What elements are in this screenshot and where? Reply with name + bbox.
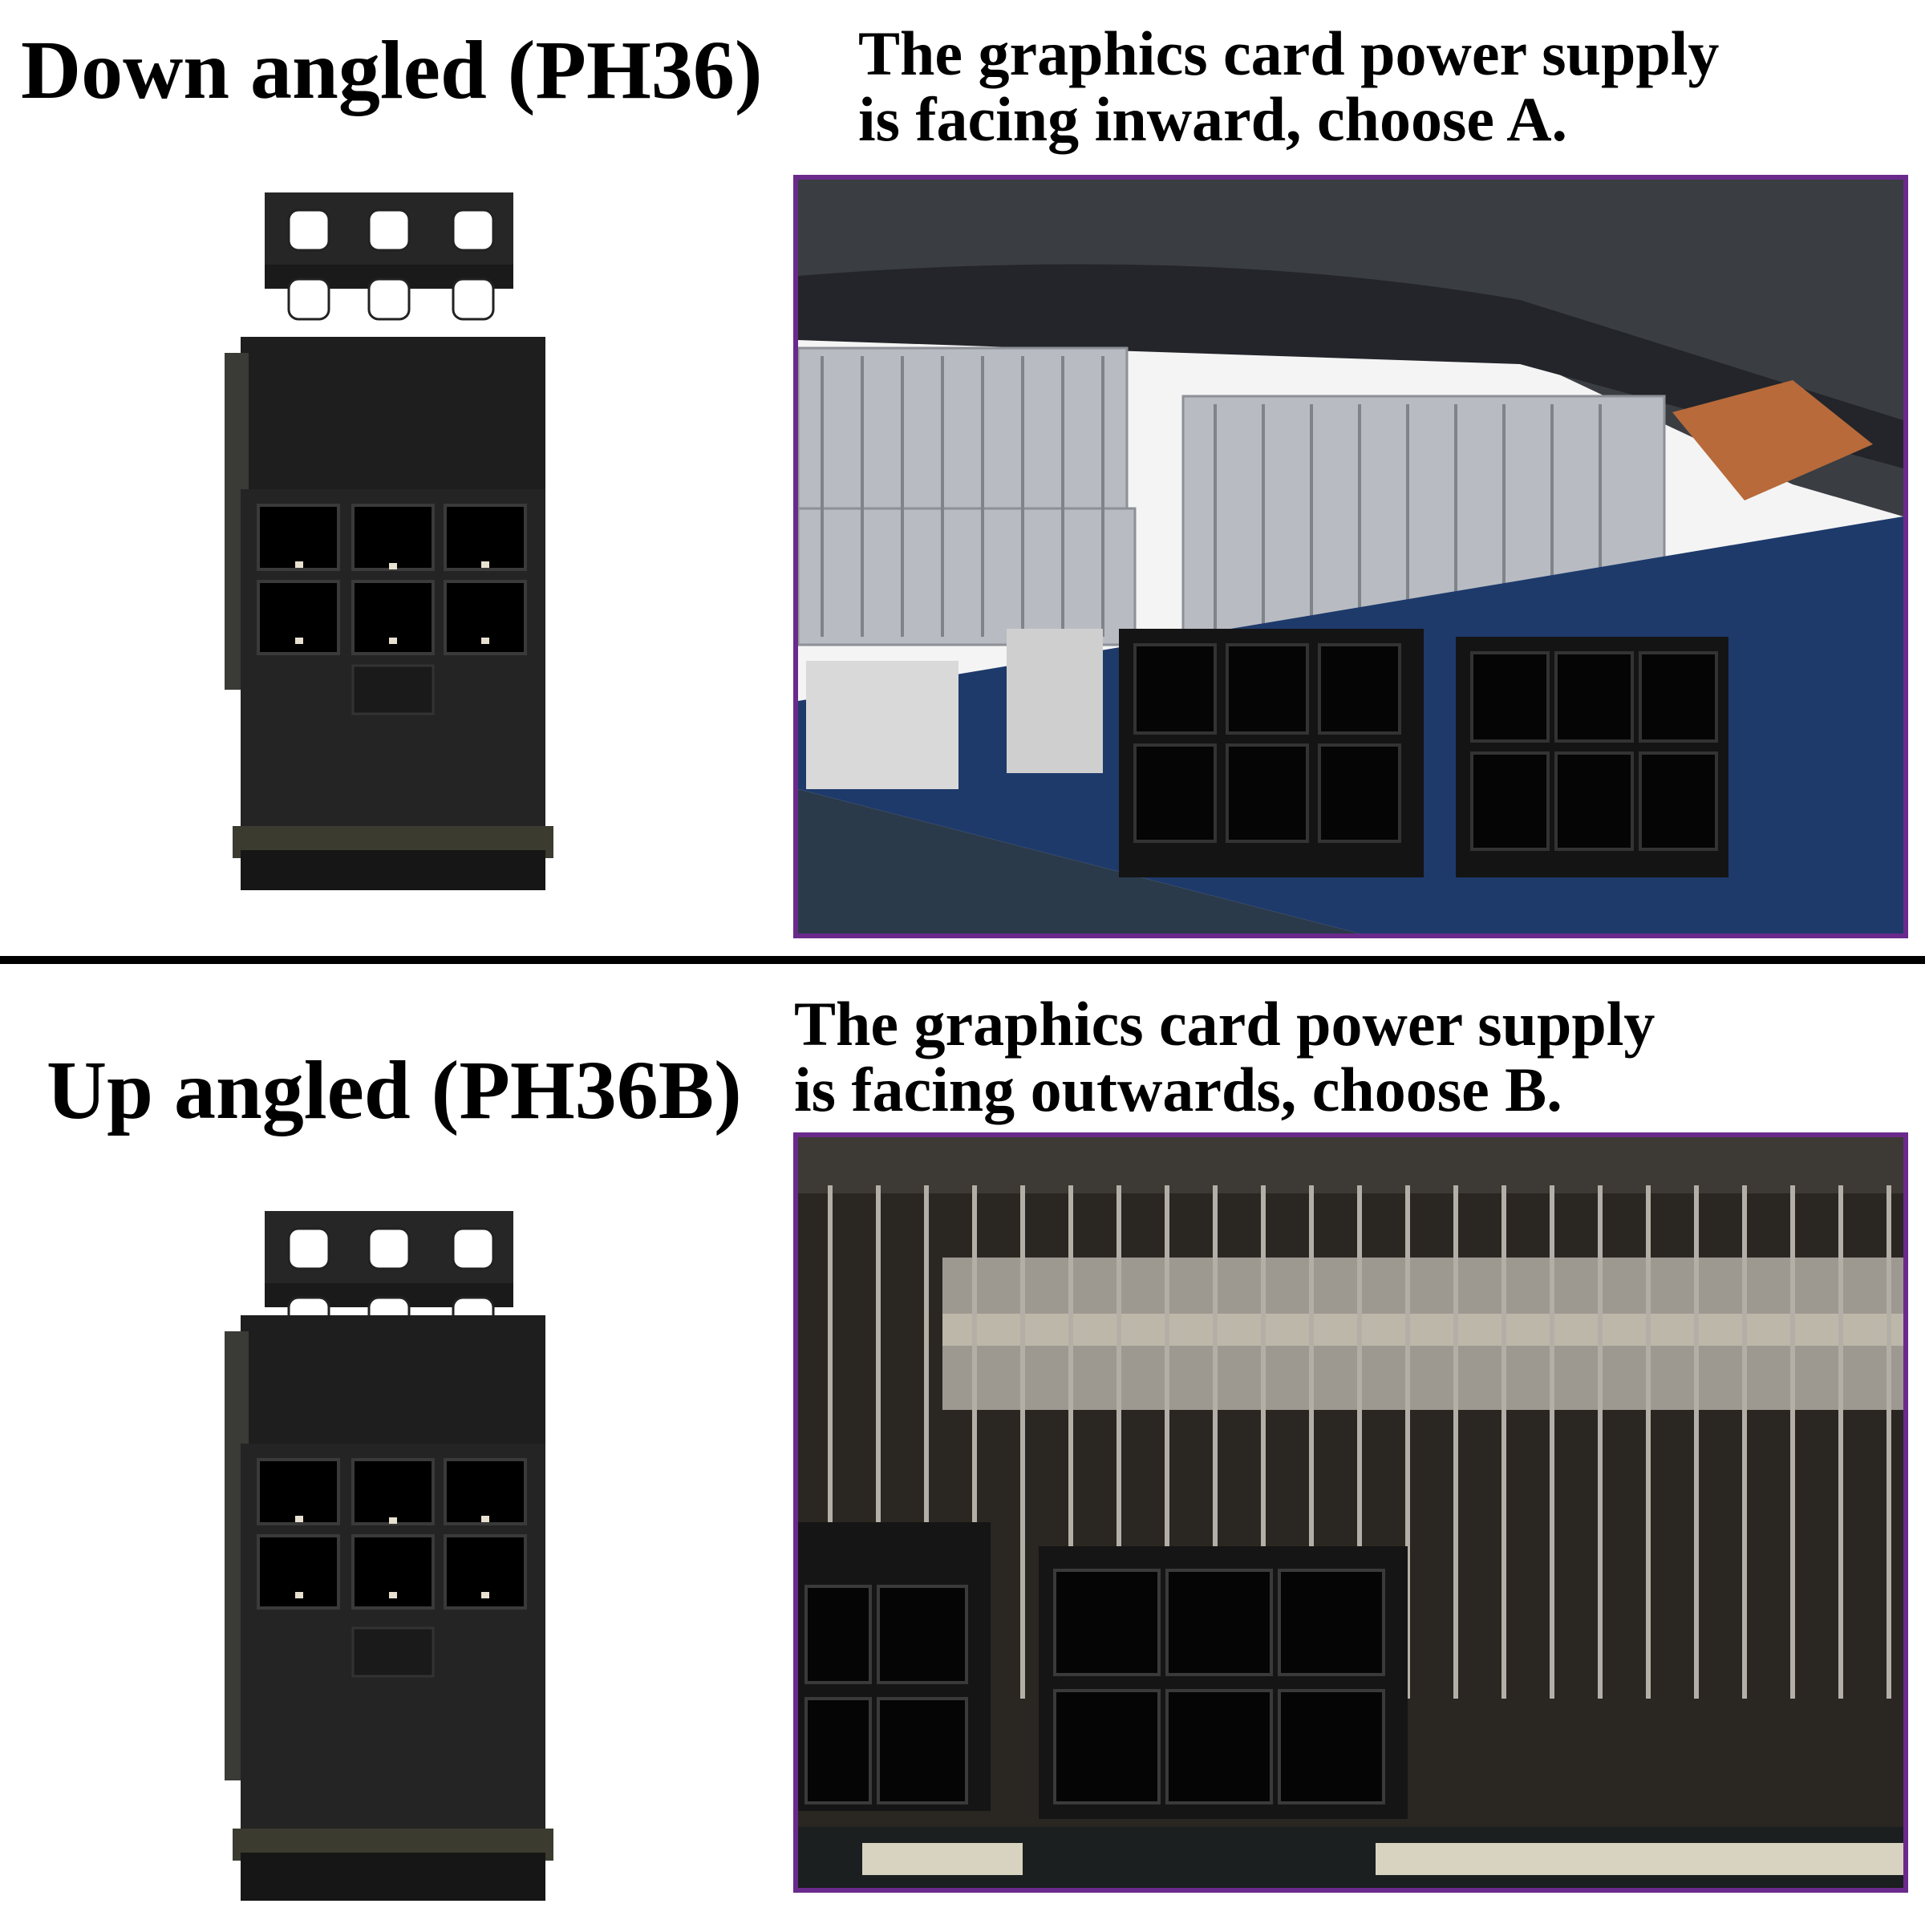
adapter-photo-up-angled xyxy=(225,1211,561,1909)
description-b-line1: The graphics card power supply xyxy=(794,989,1656,1059)
title-down-angled: Down angled (PH36) xyxy=(21,24,763,116)
adapter-photo-down-angled xyxy=(225,192,561,890)
graphics-card-photo-outward xyxy=(793,1132,1908,1893)
description-a-line2: is facing inward, choose A. xyxy=(858,84,1568,154)
section-divider xyxy=(0,956,1925,964)
description-b: The graphics card power supply is facing… xyxy=(794,991,1655,1123)
description-b-line2: is facing outwards, choose B. xyxy=(794,1055,1562,1124)
title-up-angled: Up angled (PH36B) xyxy=(47,1044,742,1136)
description-a: The graphics card power supply is facing… xyxy=(858,21,1719,152)
graphics-card-photo-inward xyxy=(793,175,1908,938)
description-a-line1: The graphics card power supply xyxy=(858,18,1720,88)
